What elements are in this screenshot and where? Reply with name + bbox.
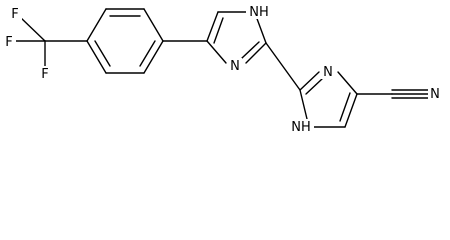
structure-diagram: F F F NH N N NH N — [2, 4, 442, 135]
atom-n-nitrile-label: N — [430, 87, 440, 102]
benzene-double-3 — [94, 40, 111, 67]
atom-n-upper: N — [228, 58, 242, 74]
atom-nh-upper-label: NH — [249, 5, 269, 20]
atom-n-nitrile: N — [428, 86, 442, 102]
bonds — [15, 8, 429, 128]
imid1-c2-n3 — [245, 42, 267, 64]
bond-imidazole-imidazole — [265, 42, 301, 91]
atom-n-upper-label: N — [230, 59, 240, 74]
imid2-n3-c4 — [337, 71, 358, 95]
benzene-bond-4 — [143, 40, 164, 74]
benzene-bond-1 — [86, 8, 107, 42]
atom-nh-upper: NH — [246, 4, 272, 20]
atom-f2: F — [2, 34, 16, 50]
atom-f2-label: F — [5, 35, 12, 50]
imid2-c2-n3-double — [305, 78, 323, 95]
imid1-n3-c4 — [206, 40, 227, 64]
atom-f3: F — [38, 66, 52, 82]
imid2-c2-n3 — [299, 71, 320, 91]
bond-c-f1 — [19, 16, 46, 42]
benzene-double-2 — [139, 40, 156, 67]
atom-n-lower-label: N — [323, 65, 333, 80]
imid2-n1-c2 — [299, 89, 308, 120]
atom-f3-label: F — [41, 67, 48, 82]
imid2-c4-c5-double — [339, 92, 351, 122]
imid1-c4-c5-double — [213, 17, 224, 44]
imid1-c2-n3-double — [241, 41, 260, 59]
benzene-bond-6 — [86, 40, 107, 74]
atom-nh-lower-label: NH — [291, 120, 311, 135]
atom-n-lower: N — [321, 64, 335, 80]
imid1-n1-c2 — [255, 15, 267, 44]
imid2-c4-c5 — [344, 93, 358, 128]
benzene-bond-3 — [143, 8, 164, 42]
atom-nh-lower: NH — [288, 119, 314, 135]
imid1-c4-c5 — [206, 11, 219, 42]
atom-f1: F — [8, 6, 22, 22]
atom-f1-label: F — [11, 7, 18, 22]
atom-labels: F F F NH N N NH N — [2, 4, 442, 135]
